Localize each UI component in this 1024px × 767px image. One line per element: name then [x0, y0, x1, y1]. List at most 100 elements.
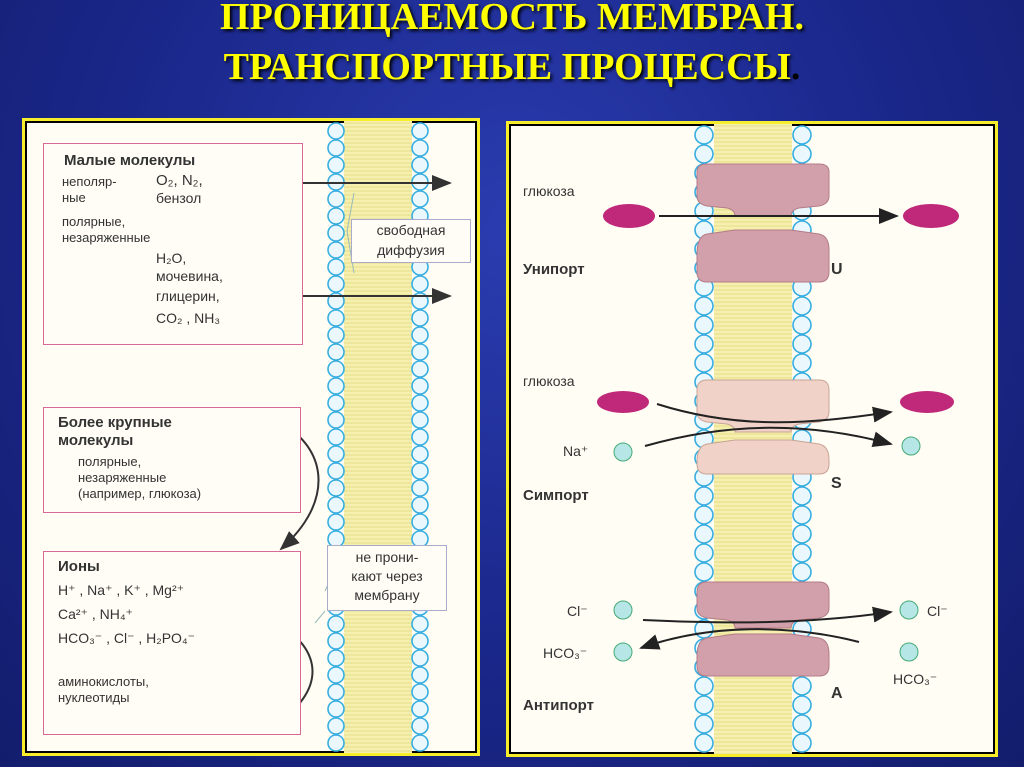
polar-item-3: CO₂ , NH₃	[156, 310, 221, 326]
antiport-name: Антипорт	[523, 697, 594, 714]
free-diffusion-callout: свободная диффузия	[351, 219, 471, 263]
ions-line-0: H⁺ , Na⁺ , K⁺ , Mg²⁺	[58, 582, 185, 598]
lipid-head	[694, 733, 714, 753]
lipid-head	[411, 326, 429, 344]
lipid-head	[327, 717, 345, 735]
lipid-head	[411, 428, 429, 446]
impermeable-line-3: мембрану	[354, 587, 420, 603]
antiport-cl-inside-label: Cl⁻	[927, 603, 948, 619]
lipid-head	[792, 144, 812, 164]
large-line-0: полярные,	[78, 454, 142, 469]
lipid-head	[694, 315, 714, 335]
symport-ion-label: Na⁺	[563, 443, 588, 459]
lipid-head	[411, 683, 429, 701]
lipid-head	[411, 513, 429, 531]
lipid-head	[327, 513, 345, 531]
lipid-head	[792, 733, 812, 753]
lipid-head	[694, 334, 714, 354]
ions-line-1: Ca²⁺ , NH₄⁺	[58, 606, 133, 622]
lipid-head	[694, 714, 714, 734]
ions-box: Ионы H⁺ , Na⁺ , K⁺ , Mg²⁺ Ca²⁺ , NH₄⁺ HC…	[43, 551, 301, 735]
uniport-glucose-outside	[603, 204, 655, 228]
lipid-head	[411, 717, 429, 735]
lipid-head	[411, 139, 429, 157]
nonpolar-items-1: O₂, N₂,	[156, 172, 203, 189]
lipid-head	[327, 394, 345, 412]
antiport-hco3-outside-label: HCO₃⁻	[543, 645, 587, 661]
lipid-head	[694, 296, 714, 316]
slide-title: ПРОНИЦАЕМОСТЬ МЕМБРАН. ТРАНСПОРТНЫЕ ПРОЦ…	[0, 0, 1024, 92]
nonpolar-items-2: бензол	[156, 190, 202, 206]
right-panel-carrier-transport: глюкоза Унипорт U глюкоза Na⁺ Симпорт S …	[506, 121, 998, 757]
polar-label-1: полярные,	[62, 214, 126, 229]
lipid-head	[327, 309, 345, 327]
lipid-head	[411, 649, 429, 667]
antiport-hco3-inside	[899, 642, 919, 662]
lipid-head	[792, 543, 812, 563]
lipid-head	[411, 479, 429, 497]
polar-item-0: H₂O,	[156, 250, 187, 266]
lipid-head	[694, 695, 714, 715]
lipid-head	[694, 353, 714, 373]
lipid-head	[792, 562, 812, 582]
symport-na-outside	[613, 442, 633, 462]
lipid-head	[792, 315, 812, 335]
lipid-head	[327, 496, 345, 514]
lipid-head	[411, 734, 429, 752]
uniport-protein	[696, 163, 830, 283]
nonpolar-label-2: ные	[62, 190, 86, 205]
lipid-head	[327, 683, 345, 701]
lipid-head	[411, 615, 429, 633]
lipid-head	[694, 486, 714, 506]
lipid-head	[411, 700, 429, 718]
title-line-1: ПРОНИЦАЕМОСТЬ МЕМБРАН.	[220, 0, 804, 38]
lipid-head	[327, 275, 345, 293]
symport-glucose-outside	[597, 391, 649, 413]
lipid-head	[694, 125, 714, 145]
large-heading-2: молекулы	[58, 432, 134, 449]
symport-arrow-glucose	[656, 403, 893, 424]
lipid-head	[792, 353, 812, 373]
large-line-2: (например, глюкоза)	[78, 486, 202, 501]
antiport-cl-inside	[899, 600, 919, 620]
polar-item-1: мочевина,	[156, 268, 223, 284]
lipid-head	[327, 649, 345, 667]
ions-heading: Ионы	[58, 558, 100, 575]
ions-line-2: HCO₃⁻ , Cl⁻ , H₂PO₄⁻	[58, 630, 196, 646]
lipid-head	[411, 190, 429, 208]
symport-letter: S	[831, 475, 842, 492]
title-dot: .	[790, 46, 801, 88]
lipid-head	[327, 615, 345, 633]
lipid-head	[694, 676, 714, 696]
antiport-arrow-in	[642, 606, 893, 624]
lipid-head	[694, 144, 714, 164]
lipid-head	[327, 360, 345, 378]
ions-line-3: аминокислоты,	[58, 674, 149, 689]
lipid-head	[411, 462, 429, 480]
large-line-1: незаряженные	[78, 470, 167, 485]
impermeable-callout: не прони- кают через мембрану	[327, 545, 447, 611]
lipid-head	[327, 428, 345, 446]
lipid-head	[327, 190, 345, 208]
antiport-cl-outside-label: Cl⁻	[567, 603, 588, 619]
lipid-head	[411, 360, 429, 378]
lipid-head	[792, 676, 812, 696]
antiport-letter: A	[831, 685, 843, 702]
lipid-head	[792, 524, 812, 544]
lipid-head	[327, 343, 345, 361]
lipid-head	[411, 394, 429, 412]
lipid-head	[327, 411, 345, 429]
lipid-head	[792, 714, 812, 734]
lipid-head	[694, 562, 714, 582]
uniport-name: Унипорт	[523, 261, 585, 278]
lipid-head	[792, 334, 812, 354]
symport-glucose-inside	[900, 391, 954, 413]
lipid-head	[411, 411, 429, 429]
large-heading-1: Более крупные	[58, 414, 172, 431]
lipid-head	[411, 122, 429, 140]
lipid-head	[327, 241, 345, 259]
lipid-head	[411, 666, 429, 684]
symport-protein	[696, 379, 830, 475]
title-line-2-text: ТРАНСПОРТНЫЕ ПРОЦЕССЫ	[223, 46, 791, 88]
right-membrane: глюкоза Унипорт U глюкоза Na⁺ Симпорт S …	[523, 124, 959, 754]
